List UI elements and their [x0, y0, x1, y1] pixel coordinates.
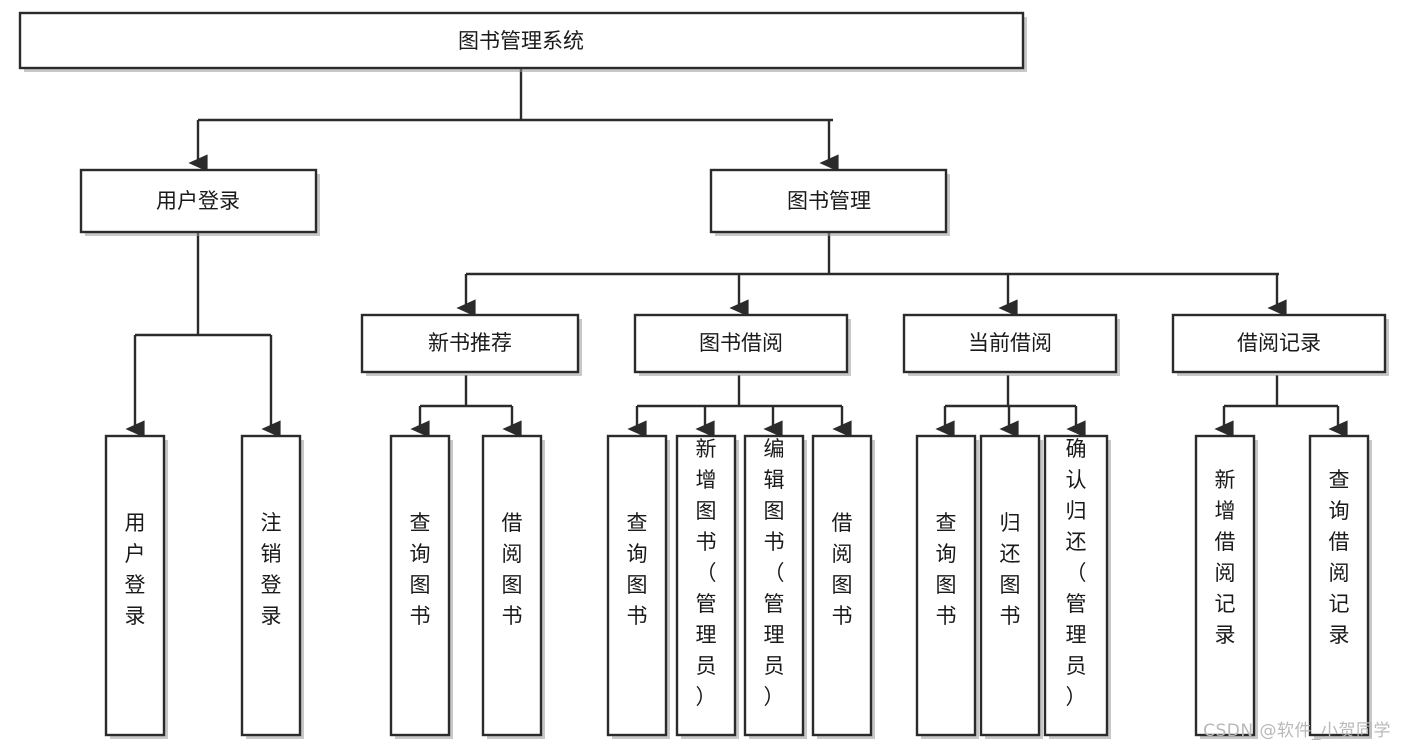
leaf-label: 归还图书 — [1000, 511, 1021, 628]
leaf-box[interactable] — [675, 434, 737, 737]
node-book-manage-box[interactable] — [709, 168, 948, 234]
edge-group-book-manage-children — [456, 232, 1287, 317]
node-book-manage-label: 图书管理 — [787, 189, 871, 213]
leaf-box[interactable] — [1194, 434, 1256, 737]
node-current-borrow[interactable]: 当前借阅 — [902, 313, 1120, 376]
leaf-node[interactable]: 新增借阅记录 — [1194, 434, 1258, 739]
csdn-watermark: CSDN @软件_小贺同学 — [1203, 721, 1391, 741]
node-user-login[interactable]: 用户登录 — [79, 168, 320, 236]
leaf-box[interactable] — [1043, 434, 1109, 737]
leaf-box[interactable] — [389, 434, 451, 737]
leaf-label: 用户登录 — [125, 511, 146, 628]
leaf-box[interactable] — [743, 434, 805, 737]
leaf-box[interactable] — [481, 434, 543, 737]
leaf-label: 查询图书 — [410, 511, 431, 628]
edge-group-user-login-children — [125, 232, 281, 438]
leaf-label: 确认归还（管理员） — [1066, 437, 1087, 709]
leaf-node[interactable]: 查询图书 — [389, 434, 453, 739]
leaf-box[interactable] — [240, 434, 302, 737]
node-user-login-box[interactable] — [79, 168, 318, 234]
node-borrow-record-label: 借阅记录 — [1237, 331, 1321, 355]
node-book-borrow-label: 图书借阅 — [699, 331, 783, 355]
leaf-label: 借阅图书 — [502, 511, 523, 628]
leaf-label: 新增图书（管理员） — [696, 437, 717, 709]
edge-group-root-to-level2 — [188, 68, 839, 172]
leaf-node[interactable]: 借阅图书 — [811, 434, 875, 739]
leaf-box[interactable] — [979, 434, 1041, 737]
node-user-login-label: 用户登录 — [156, 189, 240, 213]
leaf-node[interactable]: 查询借阅记录 — [1308, 434, 1372, 739]
leaf-node[interactable]: 用户登录 — [104, 434, 168, 739]
leaf-label: 借阅图书 — [832, 511, 853, 628]
edge-group-new-book-children — [410, 375, 522, 438]
leaf-node[interactable]: 借阅图书 — [481, 434, 545, 739]
leaf-label: 编辑图书（管理员） — [764, 437, 785, 709]
node-root-box[interactable] — [18, 11, 1025, 70]
leaf-box[interactable] — [1308, 434, 1370, 737]
node-root-label: 图书管理系统 — [458, 29, 584, 53]
node-book-borrow[interactable]: 图书借阅 — [633, 313, 851, 376]
leaf-label: 注销登录 — [261, 511, 282, 628]
node-current-borrow-label: 当前借阅 — [968, 331, 1052, 355]
leaf-box[interactable] — [811, 434, 873, 737]
leaf-node[interactable]: 查询图书 — [606, 434, 670, 739]
node-new-book-box[interactable] — [360, 313, 580, 374]
node-new-book[interactable]: 新书推荐 — [360, 313, 582, 376]
node-current-borrow-box[interactable] — [902, 313, 1118, 374]
leaf-node[interactable]: 新增图书（管理员） — [675, 434, 739, 739]
leaf-node[interactable]: 归还图书 — [979, 434, 1043, 739]
leaf-label: 查询图书 — [627, 511, 648, 628]
leaf-node[interactable]: 确认归还（管理员） — [1043, 434, 1111, 739]
node-borrow-record-box[interactable] — [1171, 313, 1387, 374]
leaf-node[interactable]: 注销登录 — [240, 434, 304, 739]
node-root[interactable]: 图书管理系统 — [18, 11, 1027, 72]
leaf-label: 查询图书 — [936, 511, 957, 628]
leaf-node[interactable]: 编辑图书（管理员） — [743, 434, 807, 739]
node-new-book-label: 新书推荐 — [428, 331, 512, 355]
node-borrow-record[interactable]: 借阅记录 — [1171, 313, 1389, 376]
node-book-manage[interactable]: 图书管理 — [709, 168, 950, 236]
leaf-box[interactable] — [104, 434, 166, 737]
leaf-node[interactable]: 查询图书 — [915, 434, 979, 739]
leaf-box[interactable] — [606, 434, 668, 737]
edge-group-borrow-record-children — [1214, 375, 1348, 438]
leaf-label: 查询借阅记录 — [1329, 468, 1350, 647]
leaf-label: 新增借阅记录 — [1215, 468, 1236, 647]
edge-group-book-borrow-children — [627, 375, 852, 438]
node-book-borrow-box[interactable] — [633, 313, 849, 374]
edge-group-current-borrow-children — [935, 375, 1086, 438]
leaf-box[interactable] — [915, 434, 977, 737]
